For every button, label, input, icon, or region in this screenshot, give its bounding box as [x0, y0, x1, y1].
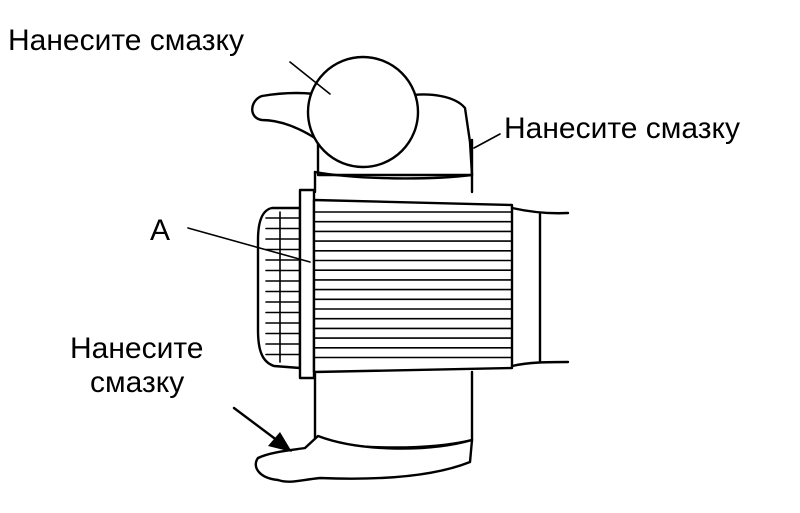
leader-top — [289, 61, 331, 95]
lower-band — [313, 370, 474, 449]
label-part-a: A — [150, 214, 170, 247]
lower-yoke — [254, 434, 474, 483]
roller-ball — [306, 55, 420, 169]
output-shaft — [510, 206, 570, 368]
upper-band — [313, 138, 474, 194]
label-apply-grease-top: Нанесите смазку — [8, 24, 244, 57]
label-apply-grease-bottom-line1: Нанесите — [70, 332, 203, 365]
leader-a — [187, 227, 311, 263]
lubrication-arrow — [232, 406, 292, 452]
end-cap — [256, 206, 302, 370]
label-apply-grease-right: Нанесите смазку — [504, 112, 740, 145]
snap-ring-a — [298, 188, 316, 380]
spline-hub — [265, 198, 514, 374]
cap-spline-lines — [265, 211, 301, 363]
leader-right — [473, 133, 501, 149]
label-apply-grease-bottom-line2: смазку — [90, 366, 184, 399]
spline-lines — [313, 211, 513, 359]
